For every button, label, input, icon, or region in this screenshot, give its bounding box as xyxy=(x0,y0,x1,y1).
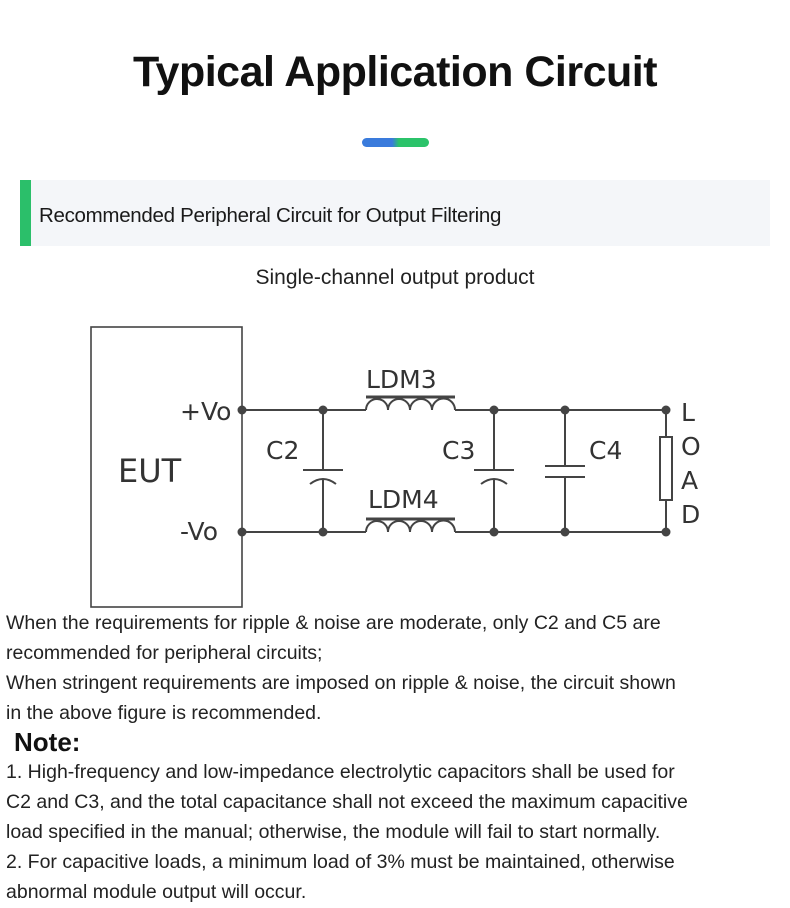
capacitor-c2-label: C2 xyxy=(266,436,299,465)
circuit-diagram: EUT +Vo -Vo LDM3 LDM4 C2 C3 xyxy=(90,326,701,608)
description-line-2: recommended for peripheral circuits; xyxy=(6,642,323,664)
capacitor-c4-label: C4 xyxy=(589,436,622,465)
description-line-4: in the above figure is recommended. xyxy=(6,702,322,724)
inductor-ldm3-label: LDM3 xyxy=(366,365,437,394)
eut-box xyxy=(90,326,243,608)
load-letter-a: A xyxy=(681,466,698,495)
note-line-2: C2 and C3, and the total capacitance sha… xyxy=(6,791,688,813)
note-line-3: load specified in the manual; otherwise,… xyxy=(6,821,661,843)
note-line-4: 2. For capacitive loads, a minimum load … xyxy=(6,851,675,873)
load-letter-o: O xyxy=(681,432,701,461)
positive-output-label: +Vo xyxy=(180,397,231,426)
inductor-ldm4 xyxy=(365,517,456,533)
note-heading: Note: xyxy=(14,727,81,757)
note-line-5: abnormal module output will occur. xyxy=(6,881,307,903)
description-line-3: When stringent requirements are imposed … xyxy=(6,672,676,694)
negative-output-label: -Vo xyxy=(180,517,218,546)
page-title: Typical Application Circuit xyxy=(132,48,658,96)
load-letter-d: D xyxy=(681,500,700,529)
title-underline xyxy=(362,138,429,147)
note-line-1: 1. High-frequency and low-impedance elec… xyxy=(6,761,675,783)
capacitor-c3 xyxy=(474,405,514,537)
load-letter-l: L xyxy=(681,398,695,427)
inductor-ldm4-label: LDM4 xyxy=(368,485,439,514)
load-resistor xyxy=(659,405,673,537)
capacitor-c2 xyxy=(303,405,343,537)
description-line-1: When the requirements for ripple & noise… xyxy=(6,612,661,634)
diagram-subtitle: Single-channel output product xyxy=(255,266,535,289)
section-title: Recommended Peripheral Circuit for Outpu… xyxy=(39,204,502,227)
eut-label: EUT xyxy=(118,452,182,490)
section-accent-bar xyxy=(20,180,31,246)
capacitor-c3-label: C3 xyxy=(442,436,475,465)
inductor-ldm3 xyxy=(365,395,456,411)
section-banner: Recommended Peripheral Circuit for Outpu… xyxy=(20,180,770,246)
capacitor-c4 xyxy=(545,405,585,537)
